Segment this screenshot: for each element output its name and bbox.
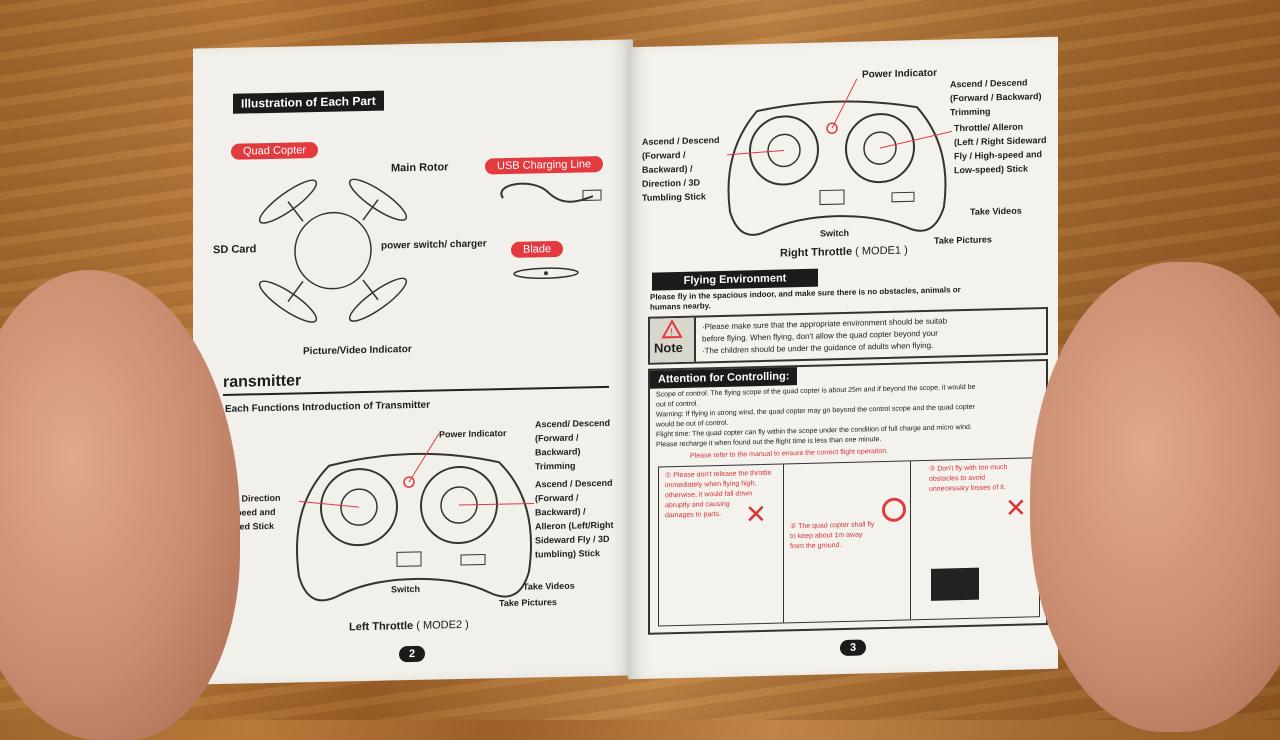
page-number-right: 3 <box>840 639 866 657</box>
svg-text:!: ! <box>670 327 673 338</box>
switch-label-right: Switch <box>820 227 850 239</box>
quad-copter-label: Quad Copter <box>231 141 318 160</box>
power-indicator-label-right: Power Indicator <box>862 67 938 81</box>
take-videos-label-left: Take Videos <box>523 580 575 592</box>
right-page: Power Indicator Ascend / Descend(Forward… <box>628 36 1058 680</box>
usb-cable-drawing <box>500 182 602 203</box>
ascend-descend-trimming-label: Ascend/ Descend(Forward /Backward)Trimmi… <box>535 417 611 472</box>
circle-mark-icon <box>882 497 906 523</box>
picture-video-indicator-label: Picture/Video Indicator <box>303 344 412 358</box>
right-hand <box>1030 262 1280 732</box>
attention-title: Attention for Controlling: <box>650 367 798 389</box>
attention-box: Attention for Controlling: Scope of cont… <box>648 358 1048 635</box>
attention-text: Scope of control: The flying scope of th… <box>656 383 976 449</box>
sd-card-label: SD Card <box>213 243 257 257</box>
warning-triangle-icon: ! <box>661 319 683 339</box>
ascend-descend-tumbling-label: Ascend / Descend(Forward /Backward) /Dir… <box>642 135 720 203</box>
page-number-left: 2 <box>399 645 425 663</box>
note-text: ·Please make sure that the appropriate e… <box>702 316 948 356</box>
left-throttle-label: Left Throttle ( MODE2 ) <box>349 618 469 634</box>
power-indicator-label-left: Power Indicator <box>439 428 507 440</box>
right-throttle-label: Right Throttle ( MODE1 ) <box>780 244 908 260</box>
tv-obstacle-icon <box>931 567 979 601</box>
take-videos-label-right: Take Videos <box>970 205 1022 217</box>
blade-drawing <box>513 267 579 280</box>
quad-copter-drawing <box>258 178 408 323</box>
take-pictures-label-left: Take Pictures <box>499 596 557 609</box>
note-box: ! Note ·Please make sure that the approp… <box>648 306 1048 365</box>
x-mark-icon: ✕ <box>745 498 767 530</box>
transmitter-drawing-right <box>726 78 953 236</box>
usb-charging-label: USB Charging Line <box>485 156 604 175</box>
transmitter-drawing-left <box>296 433 534 602</box>
warning-icon: ! Note <box>650 317 696 363</box>
left-page: Illustration of Each Part Quad Copter US… <box>193 39 633 685</box>
section-title-illustration: Illustration of Each Part <box>233 90 384 114</box>
transmitter-title: ransmitter <box>223 372 302 391</box>
transmitter-subtitle: Each Functions Introduction of Transmitt… <box>225 399 431 415</box>
ascend-descend-stick-label: Ascend / Descend(Forward /Backward) /All… <box>535 477 614 560</box>
take-pictures-label-right: Take Pictures <box>934 234 992 246</box>
manual-note: Please refer to the manual to ensure the… <box>690 447 889 460</box>
flying-environment-title: Flying Environment <box>652 268 818 291</box>
switch-label-left: Switch <box>391 583 421 595</box>
instruction-booklet: Illustration of Each Part Quad Copter US… <box>193 36 1058 685</box>
x-mark-icon: ✕ <box>1005 492 1027 524</box>
ascend-descend-trimming-right-label: Ascend / Descend(Forward / Backward)Trim… <box>950 77 1042 118</box>
blade-label: Blade <box>511 240 564 258</box>
